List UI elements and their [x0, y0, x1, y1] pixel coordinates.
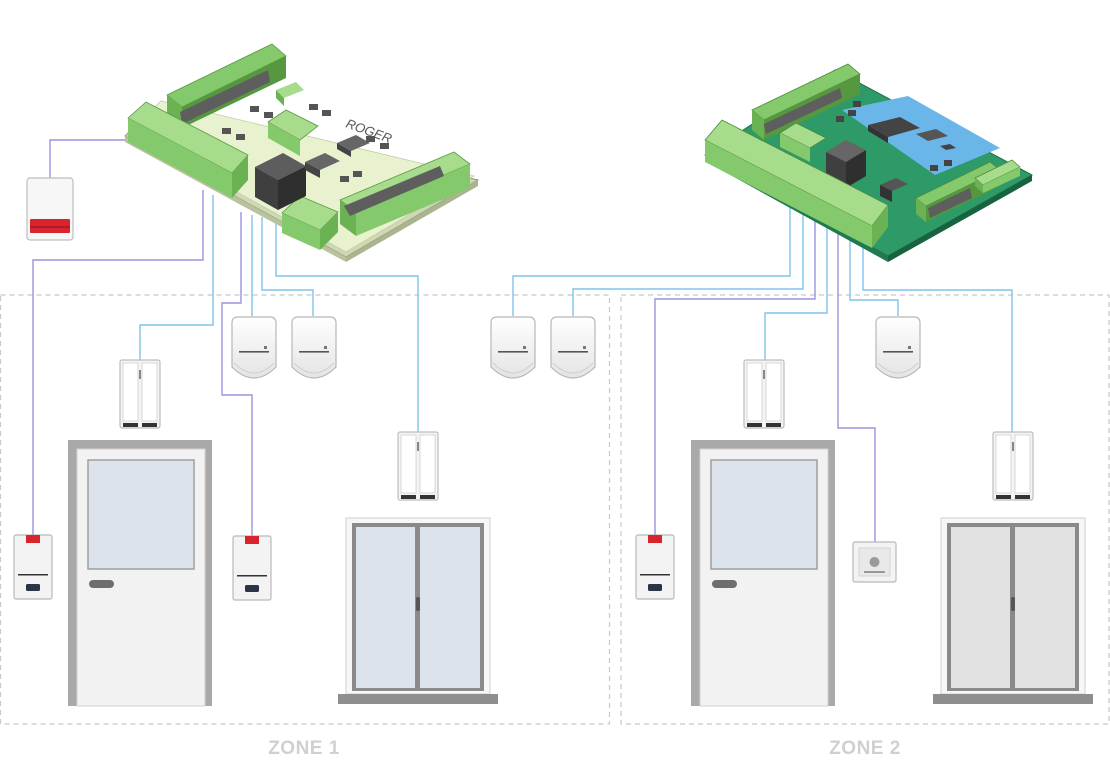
- card-reader-icon: [13, 534, 53, 600]
- double-door-icon: [338, 517, 498, 704]
- wire-reader-z1-left: [32, 190, 204, 535]
- wire-pir-4: [572, 210, 804, 316]
- exit-button-icon: [852, 541, 897, 583]
- siren-icon: [26, 177, 74, 241]
- card-reader-icon: [232, 535, 272, 601]
- zone-2-boundary: [620, 294, 1110, 725]
- motion-detector-icon: [490, 316, 536, 379]
- wire-pir-5: [849, 220, 899, 316]
- motion-detector-icon: [291, 316, 337, 379]
- wire-pir-3: [512, 205, 791, 316]
- motion-detector-icon: [875, 316, 921, 379]
- wire-contact-door4: [862, 225, 1013, 433]
- wire-siren: [49, 139, 125, 178]
- magnetic-contact-icon: [397, 431, 439, 501]
- card-reader-icon: [635, 534, 675, 600]
- wires: [32, 139, 1013, 542]
- wire-contact-door1: [139, 195, 214, 360]
- motion-detector-icon: [231, 316, 277, 379]
- door-icon: [68, 440, 212, 707]
- terminal-blocks-1: [127, 43, 471, 250]
- zone-2-label: ZONE 2: [829, 738, 901, 759]
- magnetic-contact-icon: [992, 431, 1034, 501]
- wire-reader-z1-right: [221, 212, 253, 536]
- wire-contact-door2: [275, 220, 419, 433]
- wire-contact-door3: [764, 214, 828, 360]
- zone-1-boundary: [0, 294, 611, 725]
- wire-exit-button: [837, 216, 876, 542]
- controller-1: ROGER: [124, 43, 480, 262]
- zone-1-label: ZONE 1: [268, 738, 340, 759]
- controller-2: [704, 63, 1034, 262]
- wire-reader-z2: [654, 212, 816, 535]
- motion-detector-icon: [550, 316, 596, 379]
- door-icon: [691, 440, 835, 707]
- magnetic-contact-icon: [743, 359, 785, 429]
- magnetic-contact-icon: [119, 359, 161, 429]
- double-door-icon: [933, 517, 1093, 704]
- wire-pir-2: [261, 217, 314, 316]
